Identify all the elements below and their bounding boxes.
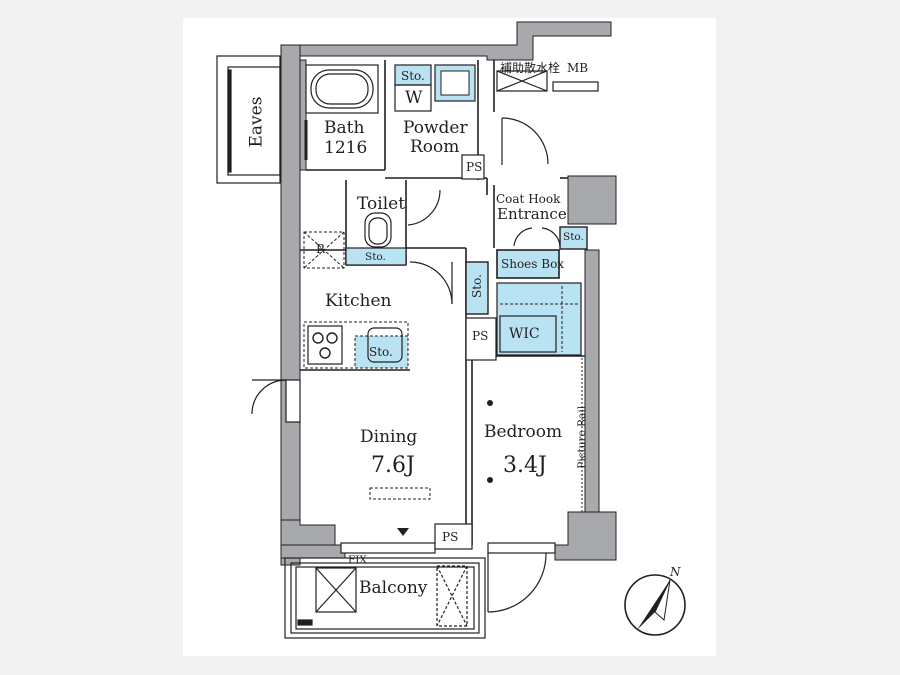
bottom-windows <box>340 523 556 554</box>
burner-2 <box>326 332 338 344</box>
toilet-storage <box>345 247 407 266</box>
dining-side-door <box>251 379 301 423</box>
washer-space <box>394 84 432 112</box>
powder-room-label-2: Room <box>410 137 460 157</box>
hall-storage-label: Sto. <box>470 274 484 298</box>
entrance-storage-label: Sto. <box>563 231 584 243</box>
shoes-box <box>496 249 560 279</box>
toilet-storage-label: Sto. <box>365 251 386 263</box>
mb-box <box>496 70 599 92</box>
dining-size-label: 7.6J <box>371 453 415 478</box>
dining-label: Dining <box>360 427 418 447</box>
exterior-walls <box>280 21 617 566</box>
kitchen-label: Kitchen <box>325 291 392 311</box>
bedroom-outlet-2 <box>487 477 493 483</box>
entrance-storage <box>559 226 588 250</box>
kitchen-storage-label: Sto. <box>369 345 393 359</box>
powder-room-label-1: Powder <box>403 118 468 138</box>
bathtub <box>305 64 379 114</box>
fridge-label: R <box>316 242 326 256</box>
eaves-label: Eaves <box>246 96 267 148</box>
fix-window-label: FIX <box>348 554 367 566</box>
hall-storage <box>465 261 489 315</box>
powder-door <box>501 117 549 165</box>
wic <box>496 282 582 356</box>
balcony-area <box>284 557 486 639</box>
powder-ps <box>461 154 485 180</box>
toilet-fixture <box>345 189 441 266</box>
washer-label: W <box>405 88 423 108</box>
entry-arrow-icon <box>397 528 409 536</box>
kitchen-sink <box>367 327 403 363</box>
kitchen-storage <box>354 335 409 369</box>
hall-door <box>409 261 453 305</box>
stove <box>307 325 343 365</box>
eaves-area <box>216 55 281 184</box>
entrance-label: Entrance <box>497 205 567 223</box>
mb-label: MB <box>567 61 589 75</box>
balcony-ps-label: PS <box>442 530 459 544</box>
bedroom-label: Bedroom <box>484 422 563 442</box>
hydrant-label: 補助散水栓 <box>500 61 561 75</box>
coat-hook-label: Coat Hook <box>496 192 561 206</box>
balcony-door <box>487 552 547 613</box>
compass-north-label: N <box>670 565 681 579</box>
bedroom-size-label: 3.4J <box>503 453 547 478</box>
hall-ps-label: PS <box>472 329 489 343</box>
burner-3 <box>319 347 331 359</box>
interior-walls <box>300 60 585 545</box>
powder-ps-label: PS <box>466 160 483 174</box>
fridge <box>303 231 345 269</box>
bedroom-outlet-1 <box>487 400 493 406</box>
bath-label: Bath <box>324 118 365 138</box>
powder-room-fixtures <box>394 64 485 180</box>
compass-icon <box>624 574 686 636</box>
powder-storage-label: Sto. <box>401 69 425 83</box>
shoes-box-label: Shoes Box <box>501 257 565 271</box>
kitchen-counter <box>303 321 409 369</box>
wic-label: WIC <box>509 326 540 342</box>
burner-1 <box>312 332 324 344</box>
bath-size-label: 1216 <box>324 138 368 158</box>
entrance-door <box>513 227 561 247</box>
dining-table-marker <box>369 487 431 500</box>
hall-ps <box>465 317 497 361</box>
picture-rail-label: Picture Rail <box>575 405 588 469</box>
balcony-label: Balcony <box>359 578 428 598</box>
sink-basin <box>440 70 470 96</box>
toilet-label: Toilet <box>357 194 406 214</box>
paper-sheet <box>183 18 716 656</box>
